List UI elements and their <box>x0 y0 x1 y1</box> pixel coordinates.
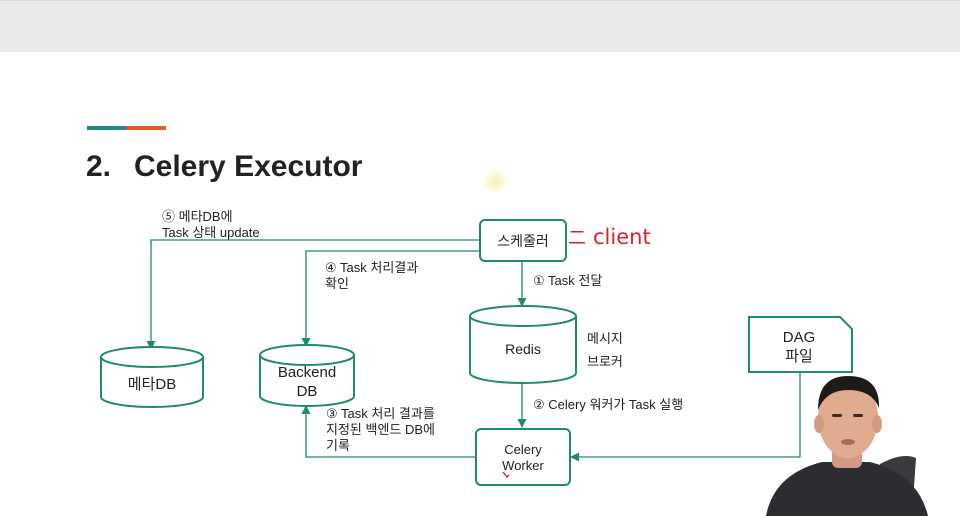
handwritten-client-text: client <box>593 225 651 249</box>
edge-label-step1: ① Task 전달 <box>533 273 602 289</box>
step2-line: ② Celery 워커가 Task 실행 <box>533 397 684 412</box>
step4-line2: 확인 <box>325 276 349 291</box>
redis-note-line1: 메시지 <box>587 331 623 346</box>
redis-note: 메시지 브로커 <box>587 327 623 373</box>
node-scheduler: 스케줄러 <box>479 219 567 262</box>
step3-line3: 기록 <box>326 438 350 453</box>
backend-db-label-line1: Backend <box>278 364 336 381</box>
edge-step5-scheduler-to-metadb <box>146 239 480 350</box>
presenter-ear <box>814 415 824 433</box>
edge-label-step5: ⑤ 메타DB에 Task 상태 update <box>162 209 260 241</box>
presenter-mouth <box>841 439 855 445</box>
top-bar <box>0 0 960 53</box>
backend-db-label-line2: DB <box>297 383 318 400</box>
meta-db-label: 메타DB <box>128 376 176 393</box>
cursor-highlight <box>484 171 506 193</box>
node-celery-worker: Celery Worker <box>475 428 571 486</box>
title-accent-orange <box>127 126 166 130</box>
edge-label-step4: ④ Task 처리결과 확인 <box>325 260 418 292</box>
worker-label-line2: Worker <box>502 458 544 473</box>
presenter-eye <box>853 414 863 417</box>
presenter-hair <box>818 376 880 410</box>
handwritten-equals-mark: 二 <box>568 228 586 249</box>
presenter-eye <box>832 414 842 417</box>
slide-title: 2. Celery Executor <box>86 150 362 184</box>
node-redis: Redis <box>469 305 577 384</box>
worker-label-line1: Celery <box>504 442 542 457</box>
presenter-face <box>818 378 878 458</box>
node-backend-db: Backend DB <box>259 344 355 407</box>
edge-label-step2: ② Celery 워커가 Task 실행 <box>533 397 683 413</box>
step1-line: ① Task 전달 <box>533 273 603 288</box>
presenter-webcam-overlay <box>766 376 928 516</box>
step3-line2: 지정된 백엔드 DB에 <box>326 422 436 437</box>
title-text: Celery Executor <box>134 150 363 183</box>
step3-line1: ③ Task 처리 결과를 <box>326 406 435 421</box>
scheduler-label: 스케줄러 <box>497 233 549 249</box>
presenter-shirt <box>766 462 928 516</box>
node-meta-db: 메타DB <box>100 346 204 408</box>
presenter-ear <box>872 415 882 433</box>
dag-label-line2: 파일 <box>785 348 813 365</box>
dag-label-line1: DAG <box>783 329 816 346</box>
edge-step4-scheduler-to-backenddb <box>301 250 480 347</box>
redis-label: Redis <box>505 341 541 357</box>
edge-label-step3: ③ Task 처리 결과를 지정된 백엔드 DB에 기록 <box>326 406 435 454</box>
edge-dag-to-worker <box>570 372 801 462</box>
step5-line1: ⑤ 메타DB에 <box>162 209 233 224</box>
section-number: 2. <box>86 150 112 183</box>
worker-underline-mark <box>502 471 510 479</box>
step5-line2: Task 상태 update <box>162 225 260 240</box>
edge-step3-worker-to-backenddb <box>301 405 476 458</box>
title-accent-teal <box>87 126 127 130</box>
node-dag-file: DAG 파일 <box>748 316 853 373</box>
step4-line1: ④ Task 처리결과 <box>325 260 419 275</box>
handwritten-client-annotation: 二 client <box>568 224 651 250</box>
redis-note-line2: 브로커 <box>587 354 623 369</box>
